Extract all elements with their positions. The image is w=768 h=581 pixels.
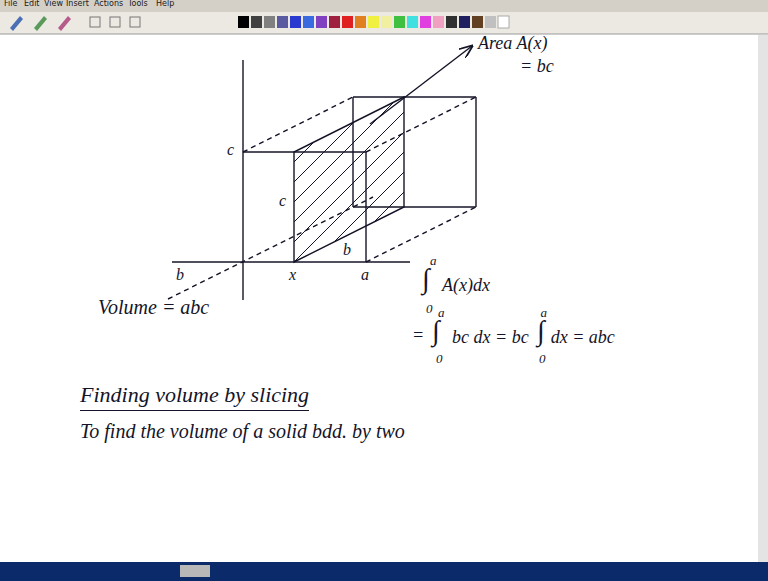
dimension-label: c [279,192,286,210]
scroll-bar [758,35,768,562]
integral-expression: dx = abc [551,328,615,348]
area-value: = bc [520,57,554,77]
body-text: To find the volume of a solid bdd. by tw… [80,420,405,442]
menu-item: Edit [24,0,40,9]
status-bar [0,562,768,581]
integral-sign: ∫ [422,264,430,295]
axis-label: x [289,266,296,284]
integral-expression: bc dx = bc [452,328,529,348]
menu-item: Insert [66,0,89,9]
menu-item: File [4,0,17,9]
integral-sign: ∫ [537,316,545,347]
integral-limit: 0 [539,352,546,366]
menu-item: View [44,0,63,9]
menu-item: Actions [94,0,123,9]
menu-bar [0,0,768,12]
area-label: Area A(x) [478,34,547,54]
toolbar-edge [0,34,768,35]
integral-sign: ∫ [432,316,440,347]
integral-limit: 0 [436,352,443,366]
menu-item: Tools [128,0,148,9]
equals-sign: = [412,326,424,346]
dimension-label: a [361,266,369,284]
tool-bar [0,12,768,34]
section-heading: Finding volume by slicing [80,383,309,411]
pen-icons [10,16,140,31]
color-palette [238,16,509,28]
slicing-figure [168,22,476,302]
dimension-label: c [227,141,234,159]
menu-item: Help [156,0,174,9]
integrand: A(x)dx [442,276,490,296]
integral-limit: a [430,254,437,268]
integral-limit: 0 [426,302,433,316]
dimension-label: b [176,266,184,284]
status-box [180,565,210,577]
volume-note: Volume = abc [98,296,209,318]
dimension-label: b [343,241,351,259]
